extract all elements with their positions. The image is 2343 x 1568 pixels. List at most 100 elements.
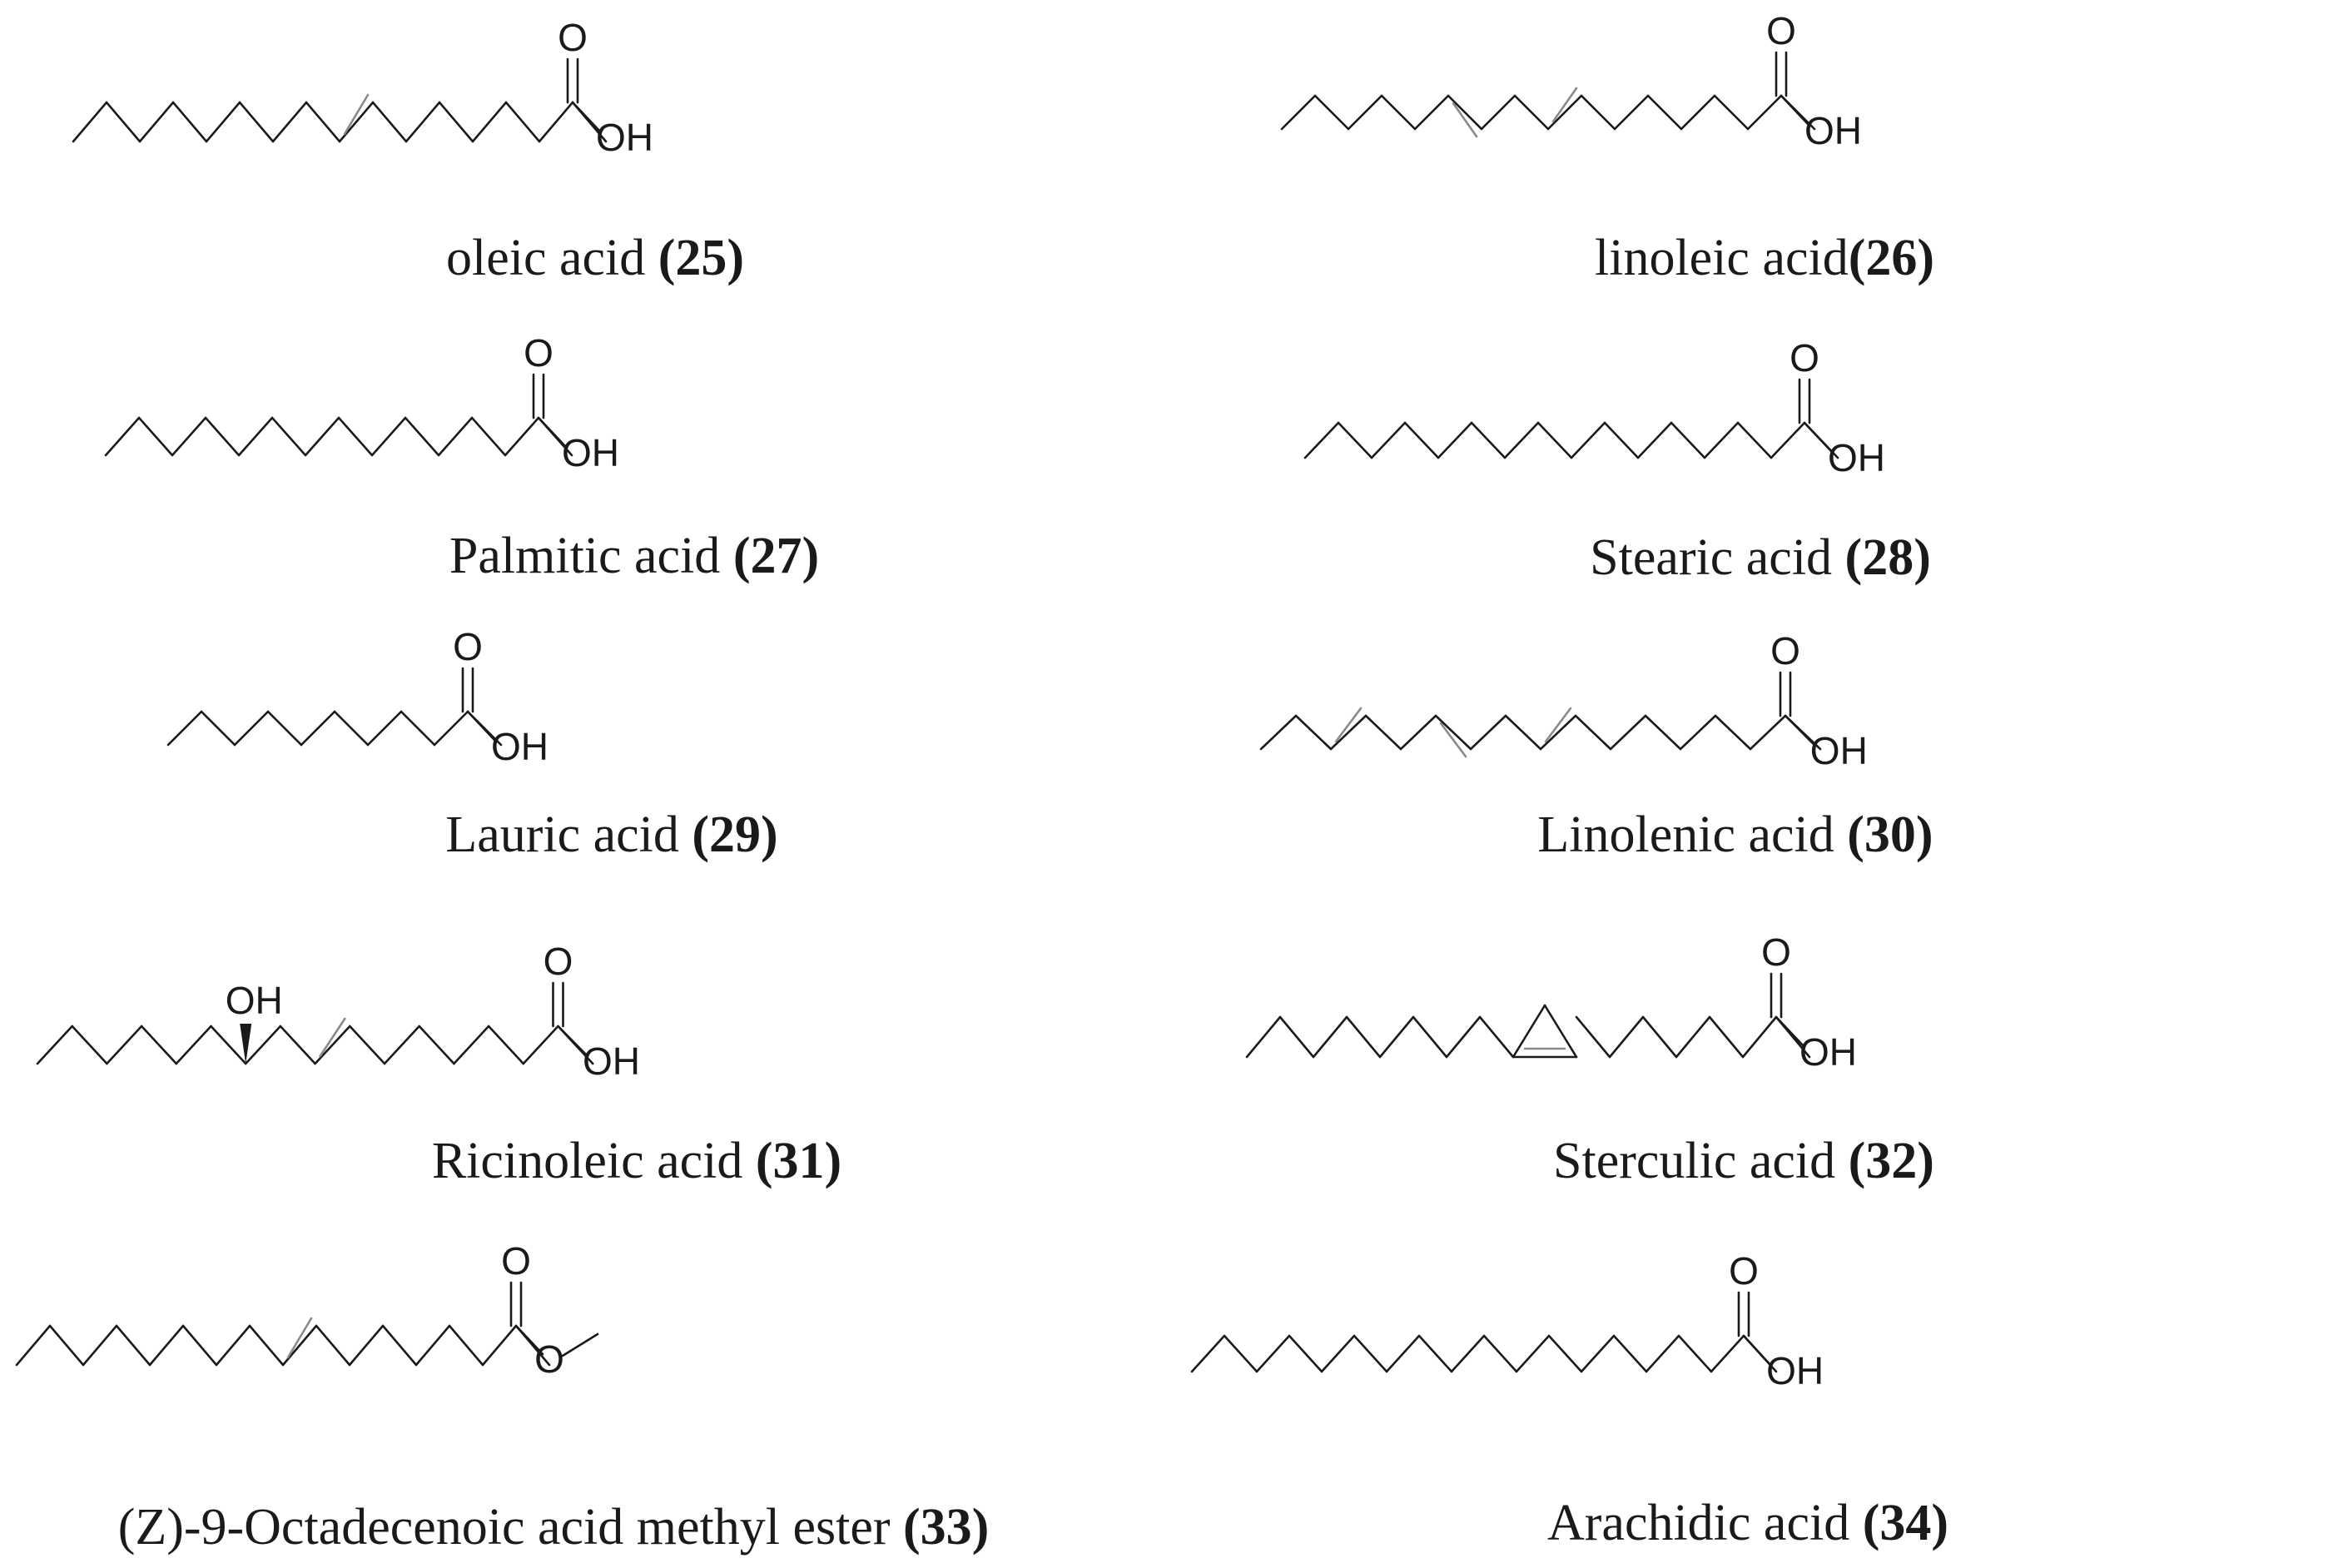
carbonyl-oxygen-label: O [501, 1239, 531, 1283]
double-bond [343, 93, 370, 136]
carbonyl-oxygen-label: O [1770, 629, 1800, 672]
carbon-bond [105, 101, 141, 143]
carbon-bond [140, 1025, 178, 1065]
carbon-bond [1303, 421, 1340, 459]
carbon-bond [1413, 94, 1450, 131]
stereo-wedge [240, 1024, 252, 1064]
carbon-bond [1329, 714, 1368, 751]
carbon-bond [1417, 1334, 1453, 1373]
carbon-bond [1278, 1015, 1315, 1059]
panel-linoleic-acid: OOH linoleic acid(26) [1280, 9, 1934, 286]
carbon-bond [1445, 1015, 1482, 1059]
carbon-bond [1574, 714, 1612, 751]
carbon-bond [1280, 94, 1317, 131]
carbonyl-oxygen-label: O [1729, 1249, 1759, 1293]
carbon-bond [1736, 421, 1773, 459]
carbon-bond [405, 101, 441, 143]
carbon-bond [538, 101, 574, 143]
carbon-bond [1447, 94, 1483, 131]
carbon-bond [1670, 421, 1706, 459]
carbon-bond [338, 101, 375, 143]
carbon-bond [300, 710, 336, 747]
carbon-bond [1746, 94, 1783, 131]
carboxyl-bond [1780, 94, 1809, 126]
carbon-bond [1347, 94, 1383, 131]
carbon-bond [1480, 94, 1516, 131]
carboxyl-bond [537, 416, 567, 448]
carbon-bond [1320, 1334, 1356, 1373]
carbon-bond [204, 416, 241, 457]
carbon-bond [1294, 714, 1333, 751]
carbon-bond [1539, 714, 1577, 751]
carbon-bond [1641, 1015, 1678, 1059]
carbon-bond [383, 1025, 421, 1065]
carbon-bond [200, 710, 236, 747]
compound-number: (32) [1849, 1133, 1934, 1189]
hydroxyl-label: OH [491, 725, 549, 768]
carbon-bond [1708, 1015, 1745, 1059]
carbonyl-oxygen-label: O [558, 16, 588, 59]
carbon-bond [314, 1025, 351, 1065]
carbon-bond [1437, 421, 1473, 459]
carbon-bond [487, 1025, 525, 1065]
carbon-bond [181, 1324, 218, 1367]
carbon-bond [522, 1025, 559, 1065]
panel-linolenic-acid: O OH Linolenic acid (30) [1259, 629, 1933, 863]
carbon-bond [337, 416, 374, 457]
carbon-bond [1312, 1015, 1348, 1059]
structure-stearic-acid: OOH [1303, 336, 1885, 479]
carbon-bond [304, 416, 340, 457]
caption-lauric-acid: Lauric acid (29) [445, 806, 777, 863]
ring-bond [1543, 1004, 1578, 1059]
carboxyl-bond [571, 101, 601, 132]
panel-lauric-acid: OOH Lauric acid (29) [166, 625, 778, 863]
carbon-bond [248, 1324, 285, 1367]
carbon-bond [1313, 94, 1350, 131]
carbon-bond [1364, 714, 1402, 751]
carbon-bond [315, 1324, 351, 1367]
carboxyl-bond [557, 1025, 588, 1056]
ring-bond [1512, 1004, 1546, 1059]
double-bond [1334, 707, 1363, 743]
caption-palmitic-acid: Palmitic acid (27) [449, 528, 819, 584]
carbonyl-oxygen-label: O [1790, 336, 1819, 380]
compound-number: (28) [1845, 529, 1931, 586]
compound-name: Sterculic acid [1553, 1133, 1849, 1189]
carbon-bond [115, 1324, 151, 1367]
hydroxyl-label: OH [226, 979, 283, 1022]
caption-linolenic-acid: Linolenic acid (30) [1537, 806, 1933, 863]
hydroxyl-label: OH [1810, 729, 1868, 772]
compound-name: Lauric acid [445, 806, 692, 863]
compound-number: (26) [1849, 230, 1934, 286]
carbon-bond [1353, 1334, 1388, 1373]
carbon-bond [1536, 421, 1573, 459]
carbon-bond [1399, 714, 1437, 751]
compound-name: (Z)-9-Octadecenoic acid methyl ester [118, 1499, 903, 1556]
carbonyl-oxygen-label: O [524, 331, 553, 375]
carbon-bond [400, 710, 436, 747]
carbon-bond [215, 1324, 251, 1367]
hydroxyl-label: OH [562, 431, 619, 474]
carbon-bond [1469, 714, 1507, 751]
carbon-bond [1714, 714, 1752, 751]
panel-sterculic-acid: OOH Sterculic acid (32) [1245, 930, 1934, 1189]
compound-name: Palmitic acid [449, 528, 733, 584]
carboxyl-bond [466, 710, 496, 742]
panel-methyl-oleate: OO (Z)-9-Octadecenoic acid methyl ester … [15, 1239, 989, 1556]
carbonyl-oxygen-label: O [544, 940, 573, 983]
structure-sterculic-acid: OOH [1245, 930, 1857, 1074]
carbon-bond [1580, 94, 1616, 131]
carbon-bond [104, 416, 141, 457]
carbon-bond [453, 1025, 490, 1065]
carbon-bond [366, 710, 403, 747]
double-bond [319, 1017, 346, 1058]
carbon-bond [1470, 421, 1507, 459]
carbon-bond [1345, 1015, 1382, 1059]
carbon-bond [279, 1025, 316, 1065]
carbon-bond [82, 1324, 118, 1367]
carbon-bond [237, 416, 274, 457]
carbon-bond [1646, 94, 1683, 131]
carbon-bond [1547, 1334, 1583, 1373]
